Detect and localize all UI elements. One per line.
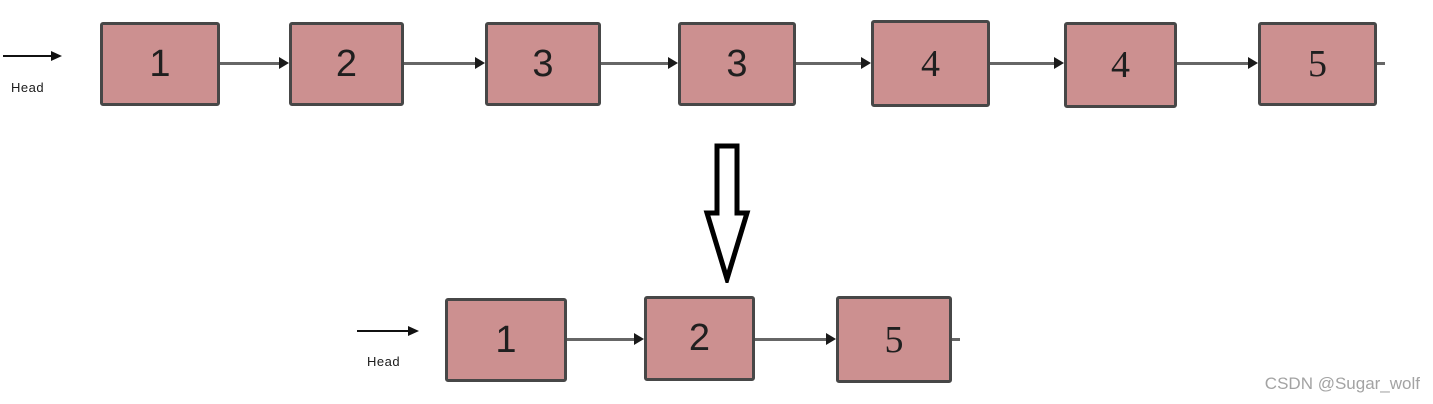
next-pointer-stub xyxy=(1377,62,1385,65)
head-arrow-icon xyxy=(3,51,62,61)
watermark: CSDN @Sugar_wolf xyxy=(1264,374,1420,393)
arrowhead-icon xyxy=(279,57,289,69)
arrowhead-icon xyxy=(408,326,419,336)
head-label: Head xyxy=(367,354,401,369)
list-node: 3 xyxy=(678,22,796,106)
next-pointer-arrow xyxy=(220,57,289,69)
next-pointer-arrow xyxy=(601,57,678,69)
list-node: 5 xyxy=(836,296,952,383)
arrowhead-icon xyxy=(861,57,871,69)
arrowhead-icon xyxy=(634,333,644,345)
next-pointer-arrow xyxy=(404,57,485,69)
next-pointer-arrow xyxy=(990,57,1064,69)
arrowhead-icon xyxy=(1054,57,1064,69)
next-pointer-arrow xyxy=(567,333,644,345)
transform-down-arrow-icon xyxy=(703,143,751,283)
head-label: Head xyxy=(11,80,45,95)
arrowhead-icon xyxy=(51,51,62,61)
list-node: 4 xyxy=(1064,22,1177,108)
head-arrow-icon xyxy=(357,326,419,336)
next-pointer-arrow xyxy=(755,333,836,345)
list-node: 1 xyxy=(445,298,567,382)
list-node: 3 xyxy=(485,22,601,106)
list-node: 1 xyxy=(100,22,220,106)
list-node: 2 xyxy=(289,22,404,106)
next-pointer-arrow xyxy=(1177,57,1258,69)
arrowhead-icon xyxy=(475,57,485,69)
list-node: 2 xyxy=(644,296,755,381)
arrowhead-icon xyxy=(1248,57,1258,69)
list-node: 5 xyxy=(1258,22,1377,106)
list-node: 4 xyxy=(871,20,990,107)
arrowhead-icon xyxy=(668,57,678,69)
next-pointer-arrow xyxy=(796,57,871,69)
next-pointer-stub xyxy=(952,338,960,341)
arrowhead-icon xyxy=(826,333,836,345)
